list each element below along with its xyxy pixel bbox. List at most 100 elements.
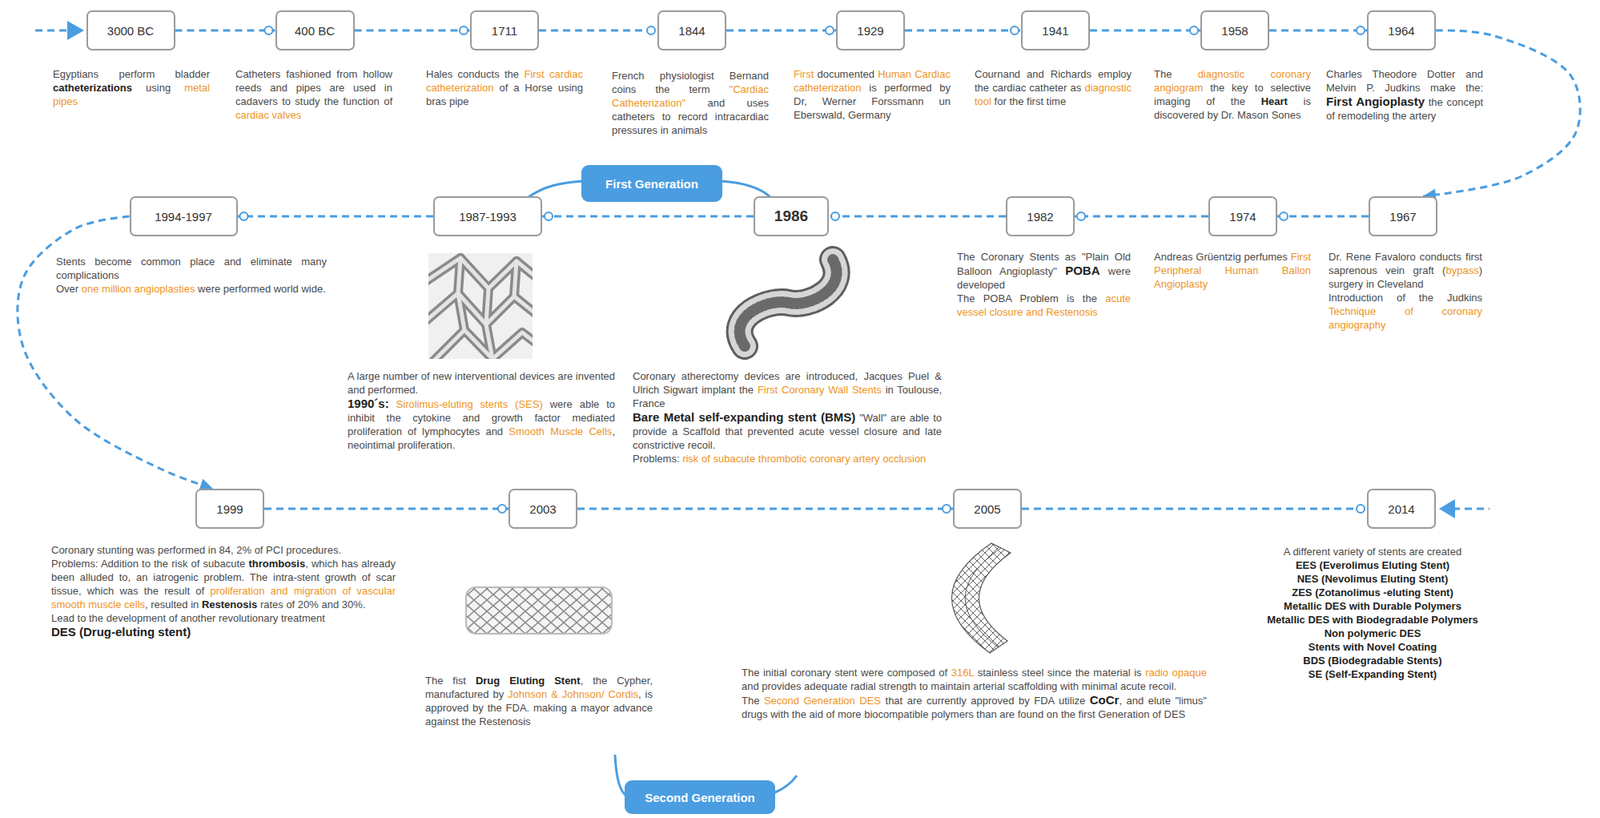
node-text: 2005 xyxy=(973,502,1001,516)
text-line: Metallic DES with Biodegradable Polymers xyxy=(1244,612,1501,627)
label-text: Non polymeric DES xyxy=(1324,627,1422,640)
year-box: 1964 xyxy=(1366,10,1436,51)
label-text: Introduction of the Judkins xyxy=(1328,291,1483,304)
year-box: 1929 xyxy=(836,10,905,51)
timeline-connector xyxy=(828,215,1006,218)
entry-arrow xyxy=(1439,498,1490,519)
label-text: DES (Drug-eluting stent) xyxy=(51,624,191,639)
description: The initial coronary stent were composed… xyxy=(741,665,1207,721)
label-text: , resulted in xyxy=(144,598,199,611)
text-line: NES (Nevolimus Eluting Stent) xyxy=(1244,571,1501,586)
year-box: 1711 xyxy=(470,10,539,51)
label-text: Over xyxy=(56,282,79,295)
label-text: risk of subacute thrombotic coronary art… xyxy=(682,452,926,465)
year-box: 400 BC xyxy=(275,10,355,51)
label-text: cardiac valves xyxy=(235,108,302,121)
node-text: 400 BC xyxy=(294,24,335,38)
label-text: Bare Metal self-expanding stent (BMS) xyxy=(632,410,856,424)
label-text: The fist xyxy=(425,674,467,687)
timeline-connector xyxy=(1021,507,1367,511)
timeline-connector xyxy=(542,215,754,218)
description: Charles Theodore Dotter and Melvin P. Ju… xyxy=(1326,67,1484,123)
description: First documented Human Cardiac catheteri… xyxy=(793,67,951,122)
timeline-connector xyxy=(726,29,837,33)
timeline-curve xyxy=(1423,30,1580,197)
label-text: Hales conducts the xyxy=(426,68,519,81)
label-text: First xyxy=(793,68,814,81)
label-text: Charles Theodore Dotter and Melvin P. Ju… xyxy=(1326,68,1484,94)
year-box: 2003 xyxy=(508,488,578,529)
description: Coronary stunting was performed in 84, 2… xyxy=(51,542,396,640)
description: The Coronary Stents as "Plain Old Balloo… xyxy=(956,249,1131,319)
year-box: 1982 xyxy=(1005,196,1075,237)
text-line: Egyptians perform bladder catheterizatio… xyxy=(52,67,210,109)
drug-eluting-stent-illustration xyxy=(466,586,612,634)
node-text: 1929 xyxy=(856,24,884,38)
label-text: Metallic DES with Biodegradable Polymers xyxy=(1266,613,1479,626)
label-text: Coronary stunting was performed in 84, 2… xyxy=(51,543,342,556)
label-text: Sirolimus-eluting stents (SES) xyxy=(396,397,543,411)
text-line: Non polymeric DES xyxy=(1244,626,1501,640)
label-text: rates of 20% and 30%. xyxy=(260,598,366,611)
generation-badge: First Generation xyxy=(581,164,723,202)
label-text: Heart xyxy=(1261,95,1288,108)
label-text: and provides adequate radial strength to… xyxy=(741,679,1177,692)
text-line: The fist Drug Eluting Stent, the Cypher,… xyxy=(425,673,653,728)
text-line: A large number of new interventional dev… xyxy=(347,369,616,397)
entry-arrow xyxy=(35,20,85,41)
label-text: Technique of coronary angiography xyxy=(1328,305,1483,331)
timeline-connector xyxy=(1269,29,1367,33)
label-text: Egyptians perform bladder xyxy=(52,68,210,81)
year-box: 1986 xyxy=(753,196,829,237)
text-line: The POBA Problem is the acute vessel clo… xyxy=(956,291,1131,319)
label-text: Catheters fashioned from hollow reeds an… xyxy=(235,68,393,108)
label-text: Metallic DES with Durable Polymers xyxy=(1283,599,1462,612)
label-text: were performed world wide. xyxy=(197,282,326,295)
text-line: French physiologist Bernand coins the te… xyxy=(611,68,769,137)
timeline-connector xyxy=(237,215,435,218)
label-text: using xyxy=(145,81,171,94)
node-text: 1964 xyxy=(1387,24,1415,38)
label-text: ZES (Zotanolimus -eluting Stent) xyxy=(1291,586,1454,599)
year-box: 1958 xyxy=(1200,10,1270,51)
text-line: First documented Human Cardiac catheteri… xyxy=(793,67,951,122)
text-line: EES (Everolimus Eluting Stent) xyxy=(1244,558,1501,572)
node-text: 1986 xyxy=(774,207,809,226)
text-line: ZES (Zotanolimus -eluting Stent) xyxy=(1244,585,1501,599)
label-text: Andreas Grüentzig perfumes xyxy=(1153,250,1288,263)
year-box: 3000 BC xyxy=(86,10,176,51)
label-text: Problems: Addition to the risk of subacu… xyxy=(51,557,246,570)
label-text: Smooth Muscle Cells xyxy=(508,425,612,438)
label-text: CoCr xyxy=(1089,692,1120,707)
node-text: 1994-1997 xyxy=(154,209,213,224)
node-text: 2014 xyxy=(1387,502,1415,516)
timeline-connector xyxy=(538,29,658,33)
node-text: First Generation xyxy=(605,176,699,191)
node-text: 1987-1993 xyxy=(458,209,517,224)
text-line: BDS (Biodegradable Stents) xyxy=(1244,653,1501,668)
label-text: Problems: xyxy=(632,452,680,465)
text-line: Bare Metal self-expanding stent (BMS) "W… xyxy=(632,410,942,452)
year-box: 1941 xyxy=(1021,10,1090,51)
label-text: Restenosis xyxy=(201,598,258,611)
text-line: Stents with Novel Coating xyxy=(1244,639,1501,654)
label-text: POBA xyxy=(1065,263,1100,278)
text-line: Lead to the development of another revol… xyxy=(51,611,396,625)
description: A large number of new interventional dev… xyxy=(347,369,616,452)
timeline-connector xyxy=(904,29,1022,33)
bare-metal-stent-illustration xyxy=(739,259,837,346)
label-text: bypass xyxy=(1445,264,1479,277)
label-text: 1990´s: xyxy=(347,396,390,411)
description: Stents become common place and eliminate… xyxy=(56,254,327,296)
label-text: BDS (Biodegradable Stents) xyxy=(1302,654,1442,667)
label-text: The xyxy=(741,694,760,707)
label-text: Lead to the development of another revol… xyxy=(51,611,326,624)
text-line: Metallic DES with Durable Polymers xyxy=(1244,598,1501,613)
label-text: A large number of new interventional dev… xyxy=(347,369,616,396)
text-line: SE (Self-Expanding Stent) xyxy=(1244,667,1501,681)
label-text: Second Generation DES xyxy=(763,694,881,707)
year-box: 1987-1993 xyxy=(433,196,543,237)
node-text: 1711 xyxy=(491,24,518,38)
timeline-connector xyxy=(1089,29,1201,33)
label-text: EES (Everolimus Eluting Stent) xyxy=(1295,558,1450,571)
